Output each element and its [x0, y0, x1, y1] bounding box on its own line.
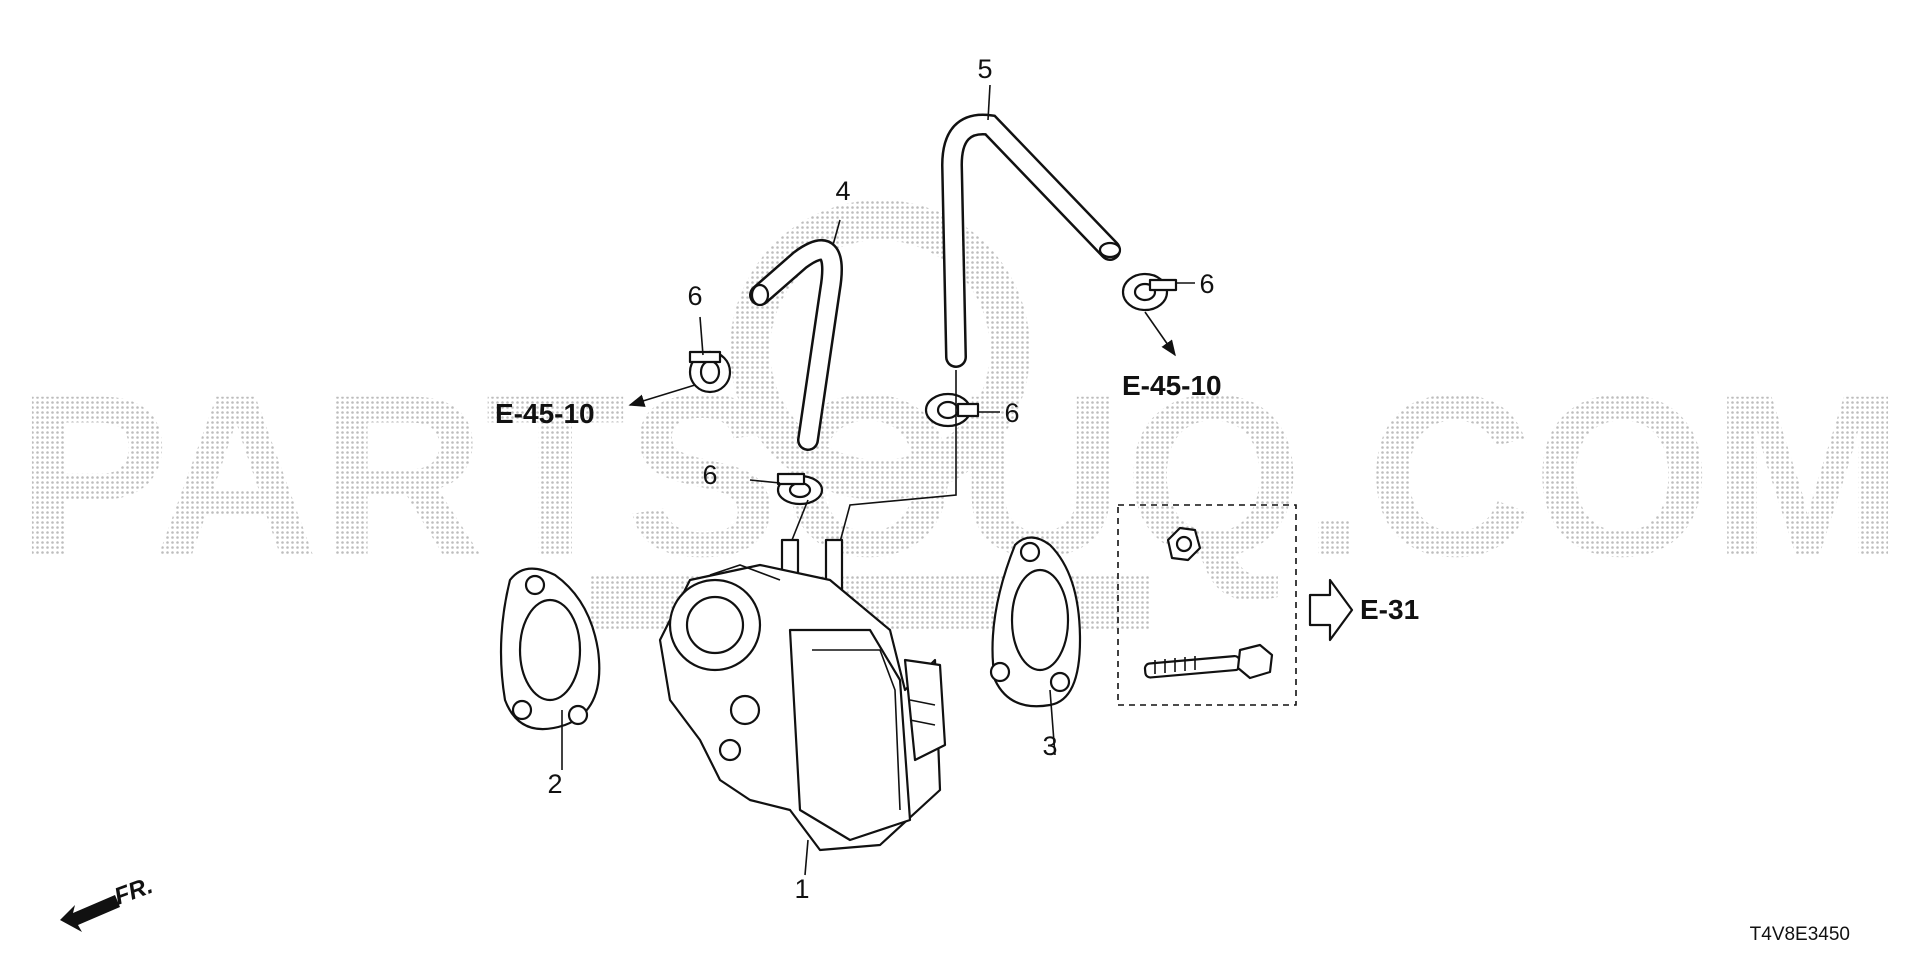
leader-lines [561, 84, 1195, 876]
part-number-1: 1 [794, 874, 809, 904]
watermark-text: PARTSOUQ.COM [17, 347, 1904, 604]
part-number-6-left: 6 [687, 281, 702, 311]
clip-left [688, 350, 732, 394]
clip-mid-upper [924, 392, 980, 428]
part-number-4: 4 [835, 176, 850, 206]
gasket-3 [989, 536, 1082, 708]
valve-body-1 [658, 563, 947, 852]
gasket-2 [499, 567, 601, 731]
fastener-group [1117, 504, 1297, 706]
e31-arrow [1308, 578, 1354, 642]
dashed-box [1117, 504, 1297, 706]
clip-mid-lower [776, 472, 824, 506]
part-number-6-right: 6 [1199, 269, 1214, 299]
diagram-code: T4V8E3450 [1750, 924, 1850, 945]
part-number-2: 2 [547, 769, 562, 799]
hose-4 [749, 239, 843, 451]
reference-e45-left[interactable]: E-45-10 [495, 398, 595, 429]
part-number-5: 5 [977, 54, 992, 84]
part-number-6-mid-lower: 6 [702, 460, 717, 490]
reference-e45-right[interactable]: E-45-10 [1122, 370, 1222, 401]
front-label: FR. [111, 872, 157, 911]
part-number-6-mid-upper: 6 [1004, 398, 1019, 428]
part-number-3: 3 [1042, 731, 1057, 761]
reference-e31[interactable]: E-31 [1360, 594, 1419, 625]
watermark-logo-ring [730, 200, 1030, 500]
clip-right [1121, 272, 1178, 312]
front-arrow-icon: FR. [60, 872, 156, 932]
hose-5 [940, 113, 1122, 368]
